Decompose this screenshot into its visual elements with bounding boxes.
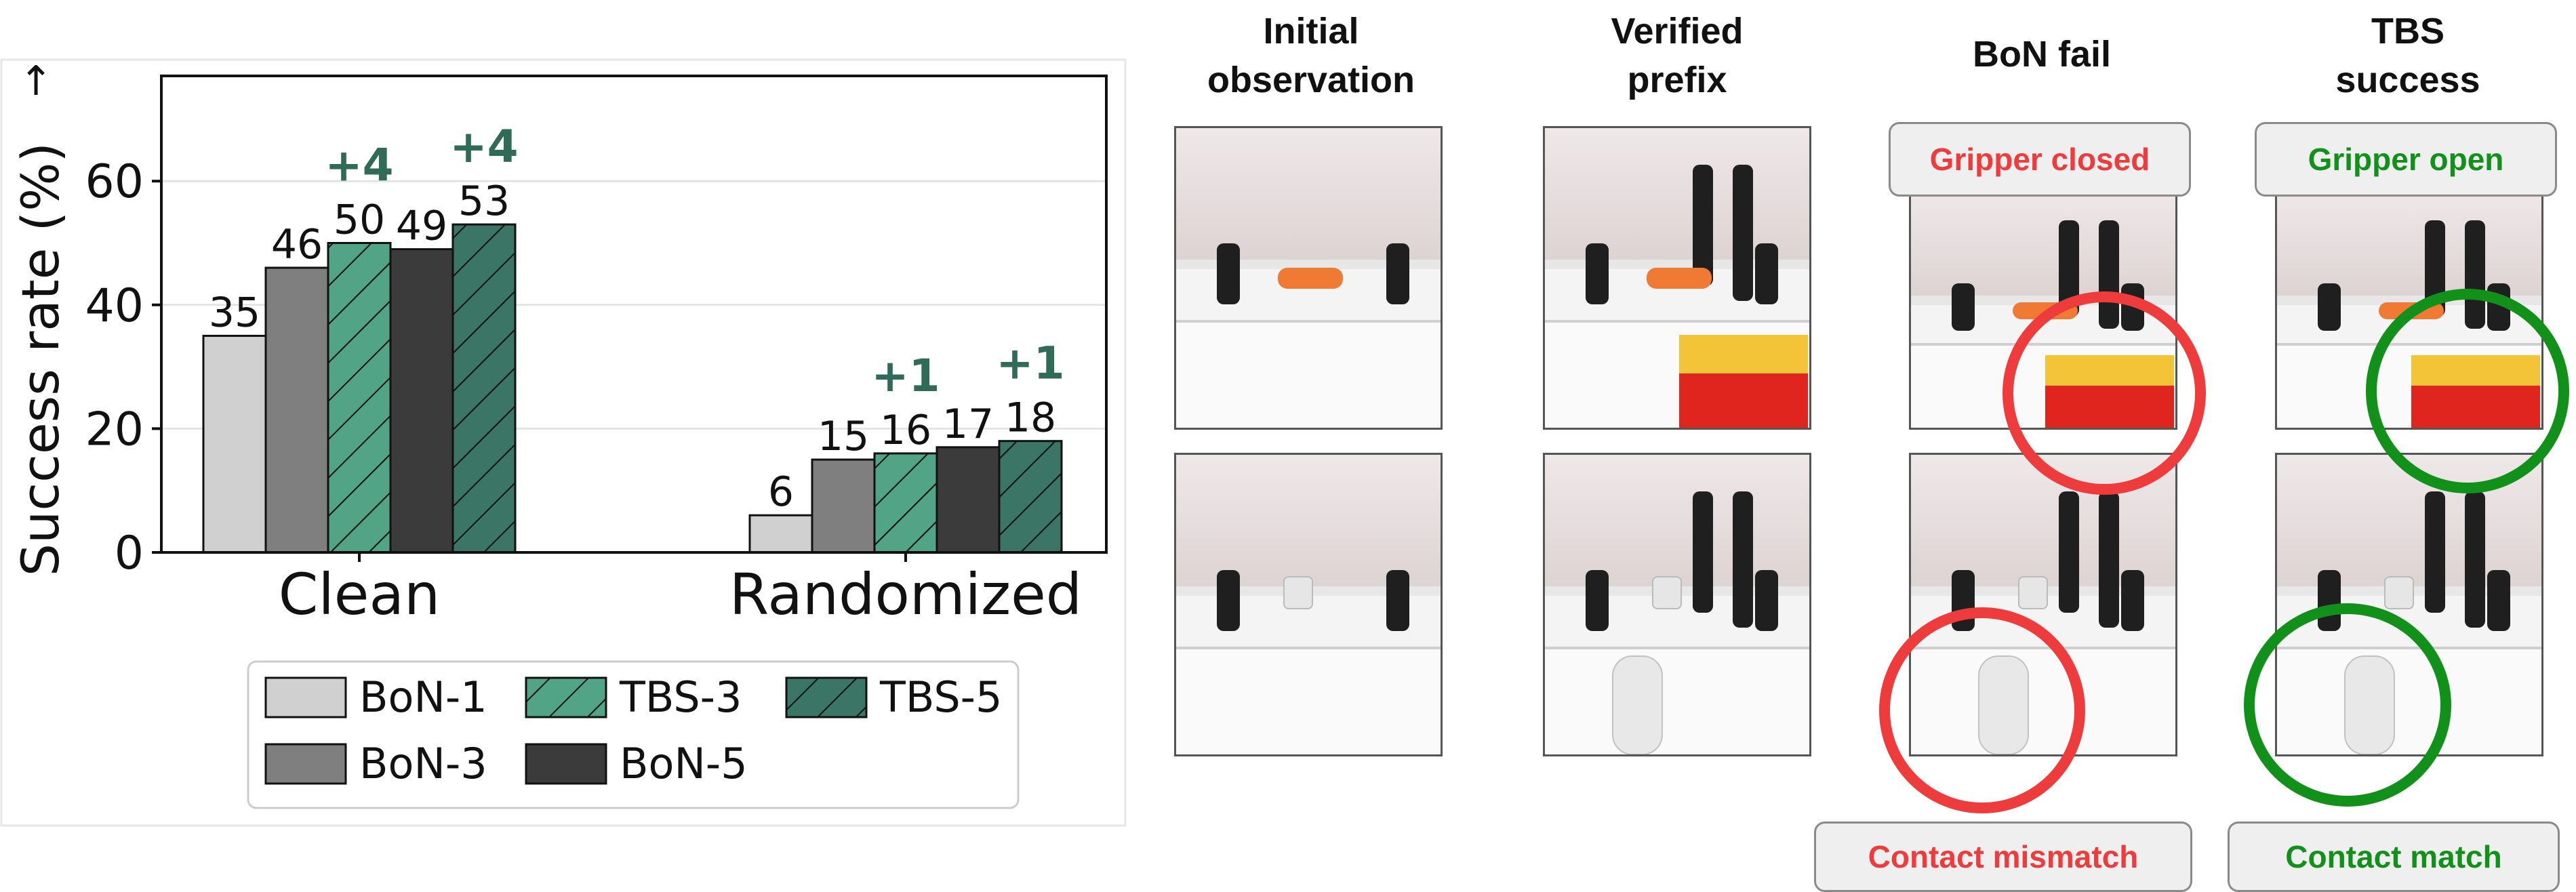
contact-match-tag: Contact match: [2228, 822, 2560, 892]
gripper-closed-tag: Gripper closed: [1889, 122, 2191, 197]
legend-swatch-hatch: [786, 678, 866, 717]
column-header: Initial observation: [1207, 11, 1415, 100]
legend-label: BoN-1: [359, 672, 487, 722]
scene-image: [1174, 126, 1443, 430]
legend-label: BoN-3: [359, 739, 487, 788]
y-axis-label: Success rate (%): [10, 142, 71, 576]
improvement-label: +4: [325, 140, 393, 192]
success-circle-top: [2366, 289, 2569, 493]
bar-hatch: [328, 243, 390, 552]
legend-swatch-hatch: [526, 678, 606, 717]
bar-bon-3: [264, 266, 329, 554]
legend-label: TBS-3: [619, 672, 742, 722]
improvement-label: +1: [996, 338, 1064, 390]
column-header: TBS success: [2335, 11, 2480, 100]
improvement-label: +4: [449, 121, 518, 173]
fail-circle-top: [2003, 291, 2206, 495]
bar-bon-5: [935, 446, 1001, 554]
column-header: Verified prefix: [1611, 11, 1744, 100]
x-tick-label: Randomized: [729, 561, 1082, 628]
bar-hatch: [999, 441, 1062, 552]
bar-bon-1: [202, 334, 267, 554]
legend-label: TBS-5: [879, 672, 1003, 722]
column-header: BoN fail: [1972, 34, 2111, 75]
bar-bon-1: [748, 514, 813, 554]
bar-bon-3: [811, 458, 876, 554]
plot-area: [160, 75, 1108, 554]
y-tick-label: 60: [85, 155, 144, 209]
legend-label: BoN-5: [620, 739, 748, 788]
x-tick-label: Clean: [279, 561, 440, 628]
bar-value-label: 50: [334, 197, 385, 244]
y-tick-label: 0: [115, 527, 144, 580]
bar-value-label: 17: [942, 401, 994, 448]
bar-value-label: 15: [818, 413, 869, 460]
bar-hatch: [453, 224, 515, 552]
bar-bon-5: [389, 248, 454, 554]
bar-value-label: 18: [1005, 394, 1056, 442]
y-tick-label: 20: [85, 403, 144, 456]
bar-value-label: 53: [458, 178, 510, 225]
scene-image: [1174, 453, 1443, 756]
legend-swatch: [264, 743, 347, 785]
bar-value-label: 46: [271, 221, 323, 268]
bar-value-label: 16: [880, 407, 931, 454]
scene-image: [1543, 126, 1811, 430]
improvement-label: +1: [871, 350, 940, 402]
bar-value-label: 49: [396, 203, 447, 250]
fail-circle-bottom: [1879, 607, 2085, 813]
bar-value-label: 6: [768, 468, 794, 516]
y-axis-arrow: ↑: [19, 58, 53, 105]
contact-mismatch-tag: Contact mismatch: [1814, 822, 2192, 892]
bar-value-label: 35: [209, 289, 260, 336]
legend-swatch: [264, 676, 347, 718]
gripper-open-tag: Gripper open: [2255, 122, 2557, 197]
success-circle-bottom: [2244, 603, 2451, 807]
bar-hatch: [874, 453, 937, 552]
scene-image: [1543, 453, 1811, 756]
legend-swatch: [525, 743, 607, 785]
chart-frame: [0, 58, 1127, 827]
y-tick-label: 40: [85, 279, 144, 333]
